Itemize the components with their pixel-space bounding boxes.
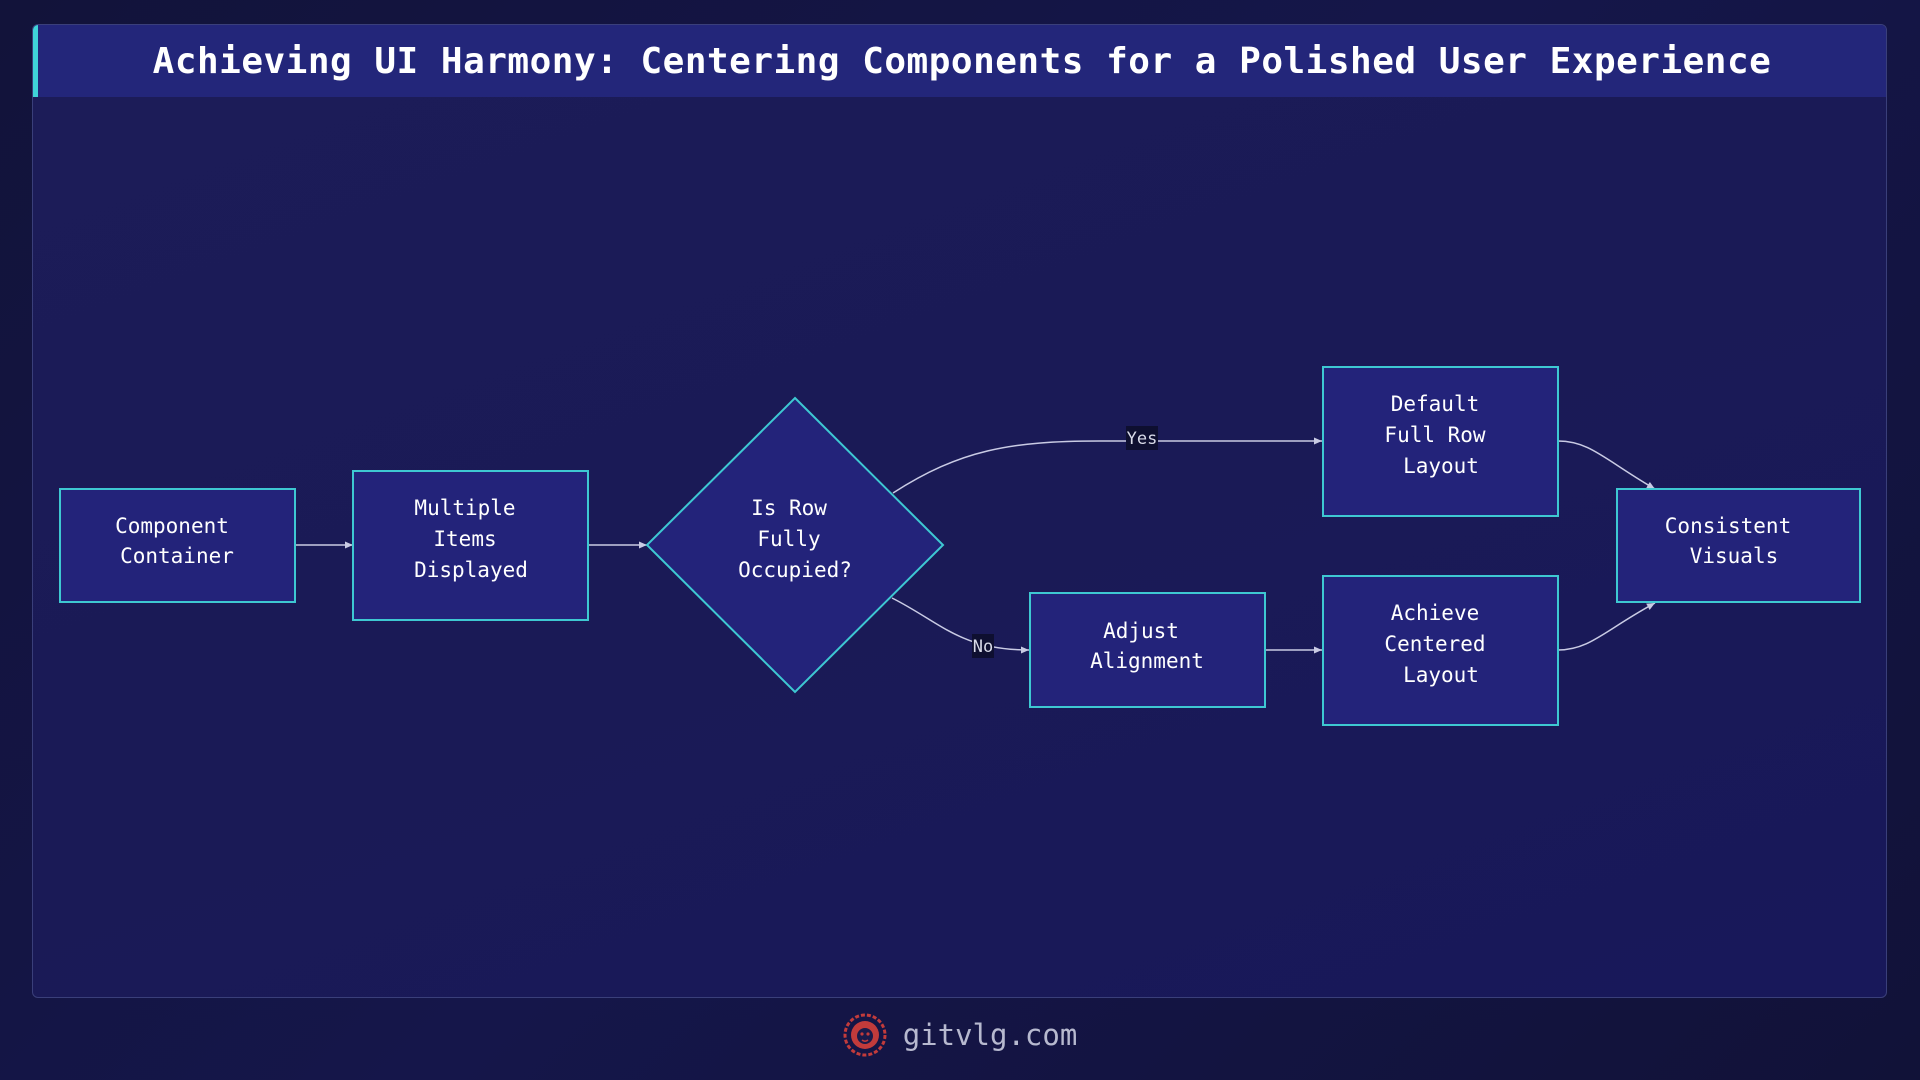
node-multiple-items: Multiple Items Displayed: [352, 470, 589, 621]
edge-default-to-visuals: [1557, 440, 1656, 490]
svg-text:No: No: [973, 637, 993, 657]
edge-decision-yes: [892, 437, 1322, 494]
node-label-line: Alignment: [1090, 649, 1204, 673]
node-label-line: Achieve: [1391, 601, 1480, 625]
page-title: Achieving UI Harmony: Centering Componen…: [152, 40, 1772, 82]
node-label-line: Displayed: [414, 558, 528, 582]
node-centered-layout: Achieve Centered Layout: [1322, 575, 1559, 726]
node-component-container: Component Container: [59, 488, 296, 603]
node-label-line: Container: [120, 544, 234, 568]
node-label-line: Visuals: [1690, 544, 1779, 568]
node-label-line: Layout: [1403, 663, 1479, 687]
node-label-line: Occupied?: [738, 558, 852, 582]
lion-head-icon: [843, 1013, 887, 1057]
diagram-panel: Achieving UI Harmony: Centering Componen…: [32, 24, 1887, 998]
node-label-line: Multiple: [414, 496, 515, 520]
title-bar: Achieving UI Harmony: Centering Componen…: [33, 25, 1886, 97]
node-label-line: Default: [1391, 392, 1480, 416]
edge-decision-no: [891, 597, 1030, 654]
node-adjust-alignment: Adjust Alignment: [1029, 592, 1266, 708]
node-label-line: Layout: [1403, 454, 1479, 478]
node-label-line: Is Row: [751, 496, 827, 520]
edge-centered-to-visuals: [1557, 602, 1656, 651]
node-default-layout: Default Full Row Layout: [1322, 366, 1559, 517]
node-label-line: Items: [433, 527, 496, 551]
edge-label-no: No: [972, 634, 994, 658]
node-decision: Is Row Fully Occupied?: [645, 396, 945, 694]
node-label-line: Full Row: [1384, 423, 1486, 447]
footer-site-link[interactable]: gitvlg.com: [902, 1018, 1078, 1052]
node-consistent-visuals: Consistent Visuals: [1616, 488, 1861, 603]
footer: gitvlg.com: [0, 1010, 1920, 1060]
node-label-line: Fully: [757, 527, 820, 551]
svg-text:Yes: Yes: [1127, 429, 1158, 449]
edge-label-yes: Yes: [1126, 426, 1158, 450]
node-label-line: Adjust: [1103, 619, 1179, 643]
node-label-line: Consistent: [1665, 514, 1791, 538]
node-label-line: Component: [115, 514, 229, 538]
node-label-line: Centered: [1384, 632, 1485, 656]
